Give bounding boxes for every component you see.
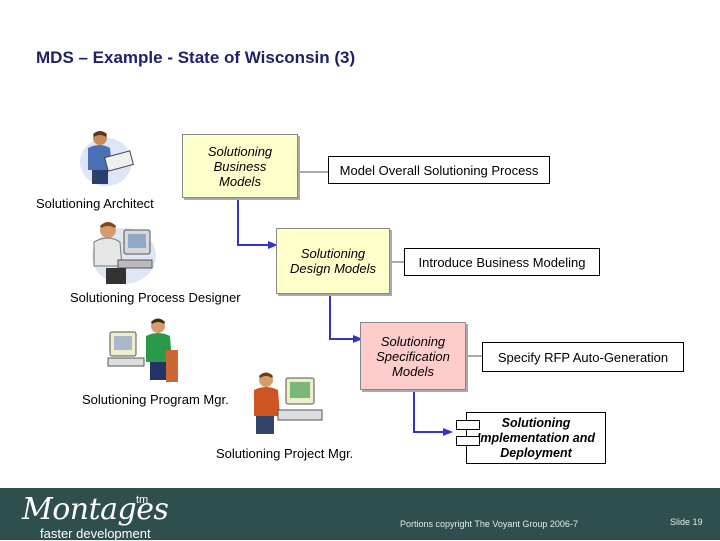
note-design-models: Solutioning Design Models — [276, 228, 390, 294]
architect-clipart-icon — [80, 131, 134, 186]
footer-bar — [0, 488, 720, 540]
process-rfp-label: Specify RFP Auto-Generation — [497, 349, 669, 365]
role-project-mgr: Solutioning Project Mgr. — [216, 446, 354, 461]
connector-spec-to-impl — [413, 390, 446, 433]
process-overall-label: Model Overall Solutioning Process — [339, 162, 539, 178]
role-program-mgr: Solutioning Program Mgr. — [82, 392, 229, 407]
slide-number: Slide 19 — [670, 517, 703, 527]
logo-tm: tm — [136, 494, 149, 506]
process-overall: Model Overall Solutioning Process — [328, 156, 550, 184]
connector-lines — [237, 171, 482, 436]
logo-montages: Montages — [22, 492, 169, 527]
logo-tagline: faster development — [40, 526, 151, 541]
note-specification-models: Solutioning Specification Models — [360, 322, 466, 390]
project-mgr-clipart-icon — [254, 372, 323, 434]
component-tab-bottom — [456, 436, 480, 446]
note-business-models-text: Solutioning Business Models — [207, 143, 273, 189]
component-implementation-text: Solutioning Implementation and Deploymen… — [476, 415, 596, 460]
process-business-modeling-label: Introduce Business Modeling — [418, 254, 586, 270]
arrowhead-impl — [443, 428, 453, 436]
slide-title: MDS – Example - State of Wisconsin (3) — [36, 48, 356, 67]
arrowhead-spec — [353, 335, 363, 343]
component-implementation: Solutioning Implementation and Deploymen… — [466, 412, 606, 464]
role-process-designer: Solutioning Process Designer — [70, 290, 241, 305]
program-mgr-clipart-icon — [107, 318, 178, 382]
process-rfp: Specify RFP Auto-Generation — [482, 342, 684, 372]
note-specification-models-text: Solutioning Specification Models — [376, 333, 450, 379]
process-designer-clipart-icon — [92, 222, 156, 284]
arrowhead-design — [268, 241, 278, 249]
connector-design-to-spec — [329, 294, 356, 340]
process-business-modeling: Introduce Business Modeling — [404, 248, 600, 276]
note-business-models: Solutioning Business Models — [182, 134, 298, 198]
role-architect: Solutioning Architect — [36, 196, 154, 211]
copyright-text: Portions copyright The Voyant Group 2006… — [400, 519, 578, 529]
connector-business-to-design — [237, 198, 270, 246]
component-tab-top — [456, 420, 480, 430]
note-design-models-text: Solutioning Design Models — [290, 246, 376, 276]
